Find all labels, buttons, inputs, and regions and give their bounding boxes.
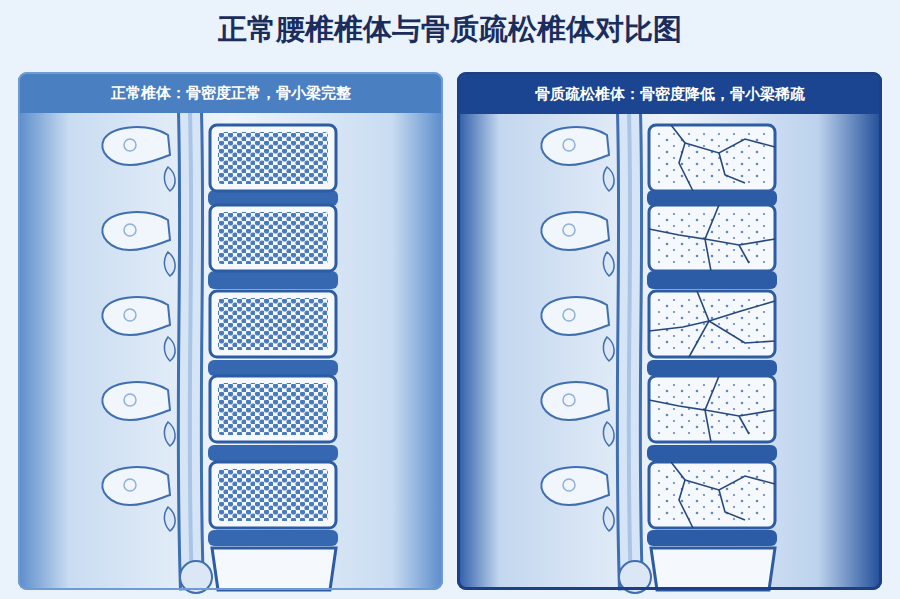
panel-heading: 正常椎体：骨密度正常，骨小梁完整 — [20, 74, 441, 113]
comparison-panel: 正常椎体：骨密度正常，骨小梁完整 — [18, 72, 443, 590]
normal-spine — [18, 72, 443, 593]
comparison-panel: 骨质疏松椎体：骨密度降低，骨小梁稀疏 — [457, 72, 882, 590]
panel-heading: 骨质疏松椎体：骨密度降低，骨小梁稀疏 — [460, 75, 879, 114]
osteoporotic-spine — [457, 72, 882, 593]
diagram-title: 正常腰椎椎体与骨质疏松椎体对比图 — [0, 10, 900, 50]
